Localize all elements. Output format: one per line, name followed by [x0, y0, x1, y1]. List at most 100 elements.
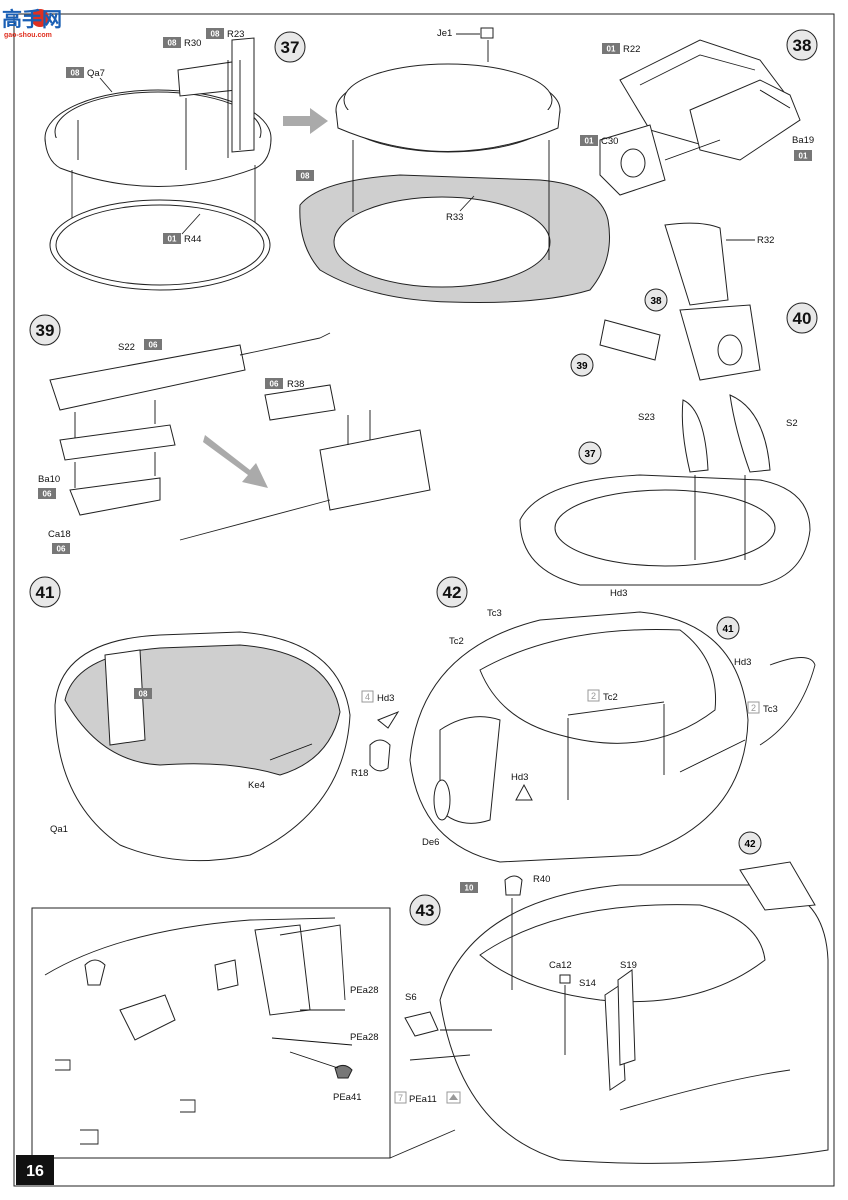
- label-r23: R23: [227, 29, 244, 40]
- step-number: 41: [36, 583, 55, 602]
- step-number-badge: [786, 302, 818, 334]
- sprue-tag: [265, 378, 283, 389]
- ref-step-42: [738, 831, 762, 855]
- part-r38: [264, 384, 336, 421]
- ref-step-39: [570, 353, 594, 377]
- ref-step-38: [644, 288, 668, 312]
- step-43: 43 10 R40 Ca12 S14 S19 S6 7 PEa11 42: [394, 831, 829, 1164]
- label-pea28-upper: PEa28: [350, 985, 379, 996]
- sprue-tag: [460, 882, 478, 893]
- svg-text:7: 7: [398, 1093, 403, 1103]
- sprue-tag: [602, 43, 620, 54]
- svg-text:01: 01: [799, 152, 808, 161]
- label-hd3-top: Hd3: [610, 588, 627, 599]
- svg-text:42: 42: [744, 839, 756, 850]
- qty-box: [394, 1091, 407, 1104]
- part-r18: [369, 739, 391, 772]
- label-r44: R44: [184, 234, 201, 245]
- step-number-badge: [29, 314, 61, 346]
- step-number-badge: [409, 894, 441, 926]
- label-r30: R30: [184, 38, 201, 49]
- step-number: 39: [36, 321, 55, 340]
- sprue-tag: [144, 339, 162, 350]
- part-s19: [617, 969, 636, 1066]
- step-number: 43: [416, 901, 435, 920]
- sprue-tag: [580, 135, 598, 146]
- label-r18: R18: [351, 768, 368, 779]
- label-qa7: Qa7: [87, 68, 105, 79]
- gun-cradle-assembly: [599, 39, 801, 196]
- qty-box: [361, 690, 374, 703]
- part-ba10: [59, 424, 176, 461]
- label-hd3-left: Hd3: [377, 693, 394, 704]
- sprue-tag: [134, 688, 152, 699]
- label-qa1: Qa1: [50, 824, 68, 835]
- part-s23: [681, 399, 709, 473]
- part-ca12: [559, 974, 571, 984]
- label-pea28-lower: PEa28: [350, 1032, 379, 1043]
- step-40: 40 R32 S23 S2 38 39 37: [519, 222, 818, 586]
- svg-text:01: 01: [168, 235, 177, 244]
- step-38: 38 01 R22 01 C30 Ba19 01: [580, 29, 818, 196]
- label-r22: R22: [623, 44, 640, 55]
- photoetch-glyph: [449, 1094, 458, 1100]
- part-de6: [439, 716, 501, 824]
- step-number: 38: [793, 36, 812, 55]
- label-tc2-mid: Tc2: [603, 692, 618, 703]
- label-tc3-right: Tc3: [763, 704, 778, 715]
- step-41: 41 08 Ke4 Qa1: [29, 576, 351, 862]
- label-ba19: Ba19: [792, 135, 814, 146]
- part-r32: [664, 222, 729, 306]
- label-ba10: Ba10: [38, 474, 60, 485]
- svg-text:06: 06: [149, 341, 158, 350]
- svg-text:4: 4: [365, 692, 370, 702]
- part-r30: [177, 61, 237, 97]
- step-number: 40: [793, 309, 812, 328]
- svg-text:38: 38: [650, 296, 662, 307]
- label-r32: R32: [757, 235, 774, 246]
- label-s19: S19: [620, 960, 637, 971]
- ring-mount-assembly: [44, 37, 272, 291]
- svg-text:2: 2: [751, 703, 756, 713]
- label-c30: C30: [601, 136, 618, 147]
- qty-box: [587, 689, 600, 702]
- step-37: 37 08 Qa7 08 R30 08 R23 01 R44: [44, 27, 611, 303]
- qty-box: [747, 701, 760, 714]
- step-39: 39 S22 06 06 R38 Ba10 06 Ca18 06: [29, 314, 431, 554]
- label-je1: Je1: [437, 28, 452, 39]
- label-pea11: PEa11: [409, 1094, 437, 1105]
- sprue-tag: [163, 233, 181, 244]
- detail-leader: [389, 1129, 456, 1159]
- svg-text:08: 08: [168, 39, 177, 48]
- part-r40: [504, 875, 523, 896]
- label-de6: De6: [422, 837, 439, 848]
- part-ca18: [69, 477, 161, 516]
- part-s2: [729, 394, 771, 473]
- svg-text:01: 01: [607, 45, 616, 54]
- watermark-logo: 高手网 gao-shou.com: [2, 7, 62, 39]
- turret-shell-details: [369, 611, 816, 863]
- turret-shell-fittings: [404, 861, 829, 1164]
- step-number: 37: [281, 38, 300, 57]
- turret-shell-qa1: [54, 631, 351, 862]
- step-number-badge: [786, 29, 818, 61]
- part-r23: [231, 37, 255, 153]
- svg-text:06: 06: [43, 490, 52, 499]
- page-number: 16: [26, 1163, 44, 1180]
- svg-text:01: 01: [585, 137, 594, 146]
- svg-text:2: 2: [591, 691, 596, 701]
- watermark-title: 高手网: [2, 7, 62, 31]
- part-pea41: [334, 1064, 353, 1079]
- label-ke4: Ke4: [248, 780, 265, 791]
- step-number: 42: [443, 583, 462, 602]
- turret-ring-base-assembly: [299, 27, 611, 303]
- process-arrow: [203, 435, 268, 488]
- svg-text:41: 41: [722, 624, 734, 635]
- step-number-badge: [29, 576, 61, 608]
- label-s22: S22: [118, 342, 135, 353]
- ref-step-41: [716, 616, 740, 640]
- label-r33: R33: [446, 212, 463, 223]
- label-hd3-right: Hd3: [734, 657, 751, 668]
- part-s22: [49, 344, 246, 411]
- machine-gun-assembly: [49, 332, 431, 541]
